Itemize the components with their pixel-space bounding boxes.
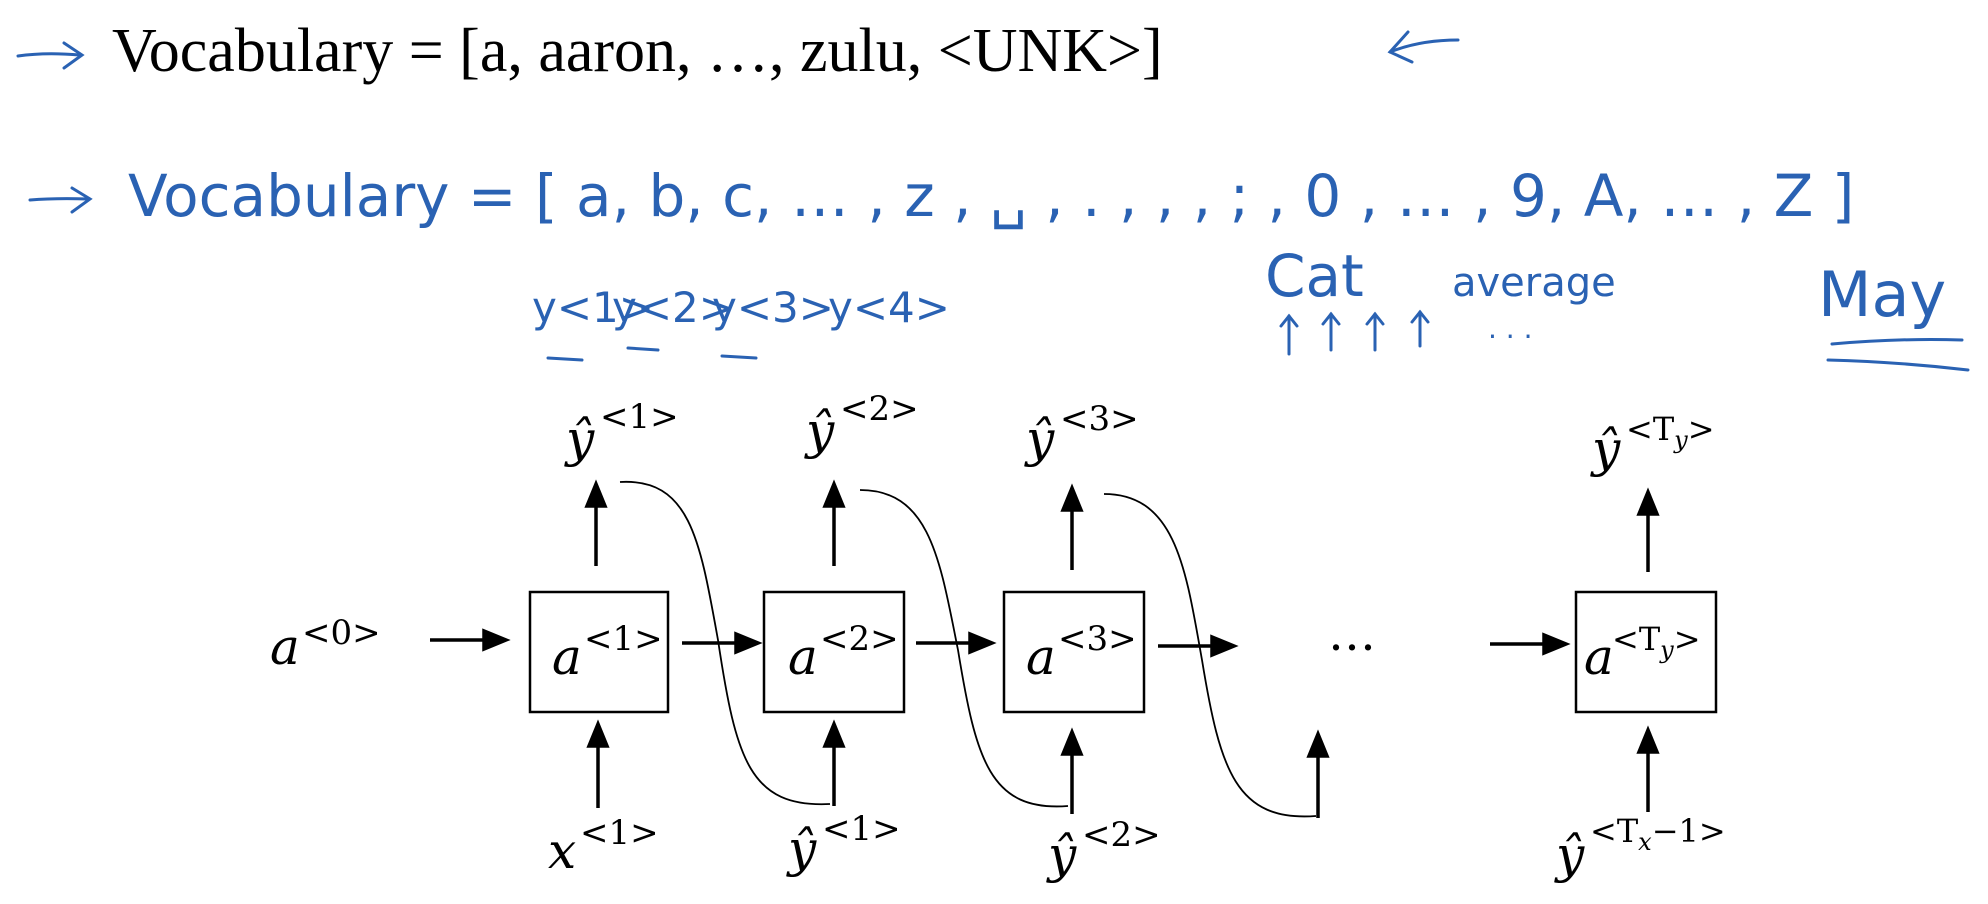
cat-up-arrows-icon: [1279, 309, 1430, 356]
input-label-1: x <1>: [548, 813, 659, 880]
svg-text:<1>: <1>: [580, 813, 659, 853]
y-label-1: y<1>: [532, 283, 654, 332]
output-label-1: ŷ <1>: [564, 397, 679, 468]
input-label-2: ŷ <1>: [786, 809, 901, 878]
svg-text:x: x: [548, 822, 576, 880]
output-arrows: [584, 479, 1660, 572]
rnn-cell-3: [1002, 590, 1146, 714]
svg-text:<0>: <0>: [302, 613, 381, 653]
rnn-cell-last: [1574, 590, 1718, 714]
svg-text:<Tx−1>: <Tx−1>: [1590, 812, 1726, 856]
middle-ellipsis: …: [1328, 606, 1376, 662]
svg-text:ŷ: ŷ: [786, 820, 817, 878]
input-label-last: ŷ <Tx−1>: [1554, 812, 1726, 884]
may-handwriting: May: [1818, 258, 1946, 331]
svg-text:<2>: <2>: [1082, 815, 1161, 855]
input-label-3: ŷ <2>: [1046, 815, 1161, 884]
svg-text:a: a: [1584, 628, 1614, 686]
output-label-last: ŷ <Ty>: [1590, 410, 1715, 478]
typed-vocab-line: Vocabulary = [a, aaron, …, zulu, <UNK>]: [112, 17, 1163, 85]
rnn-cell-1: [528, 590, 670, 714]
cell-label-3: a <3>: [1026, 619, 1137, 686]
may-underline: [1826, 338, 1970, 372]
svg-text:ŷ: ŷ: [1024, 410, 1055, 468]
svg-text:<Ty>: <Ty>: [1626, 410, 1715, 454]
feedback-curves: [619, 481, 1317, 818]
svg-text:<Ty>: <Ty>: [1612, 620, 1701, 664]
y-label-group: y<1> y<2> y<3> y<4>: [532, 283, 950, 362]
input-arrows: [586, 719, 1660, 818]
cat-handwriting: Cat: [1265, 242, 1364, 310]
rnn-cell-2: [762, 590, 906, 714]
y-label-4: y<4>: [828, 283, 950, 332]
svg-text:a: a: [788, 628, 818, 686]
cell-label-last: a <Ty>: [1584, 620, 1701, 686]
svg-text:ŷ: ŷ: [804, 402, 835, 460]
svg-text:ŷ: ŷ: [564, 410, 595, 468]
svg-text:<1>: <1>: [822, 809, 901, 849]
hand-dots: . . .: [1488, 312, 1533, 345]
cell-label-1: a <1>: [552, 619, 663, 686]
y-label-3: y<3>: [712, 283, 834, 332]
char-vocab-handwriting: Vocabulary = [ a, b, c, … , z , ␣ , . , …: [128, 162, 1854, 230]
svg-text:ŷ: ŷ: [1046, 826, 1077, 884]
cell-label-2: a <2>: [788, 619, 899, 686]
svg-text:a: a: [552, 628, 582, 686]
output-label-3: ŷ <3>: [1024, 399, 1139, 468]
hand-arrow-right-icon: [28, 186, 93, 214]
svg-text:<2>: <2>: [820, 619, 899, 659]
svg-text:a: a: [1026, 628, 1056, 686]
svg-text:<2>: <2>: [840, 389, 919, 429]
y-label-2: y<2>: [612, 283, 734, 332]
average-handwriting: average: [1452, 260, 1616, 306]
hand-arrow-left-icon: [1387, 30, 1460, 64]
svg-text:<3>: <3>: [1058, 619, 1137, 659]
svg-text:<1>: <1>: [600, 397, 679, 437]
svg-text:<1>: <1>: [584, 619, 663, 659]
svg-text:a: a: [270, 618, 300, 676]
output-label-2: ŷ <2>: [804, 389, 919, 460]
hand-arrow-right-icon: [16, 41, 85, 70]
horizontal-arrows: [430, 628, 1571, 658]
a0-label: a <0>: [270, 613, 381, 676]
svg-text:<3>: <3>: [1060, 399, 1139, 439]
svg-text:ŷ: ŷ: [1590, 420, 1621, 478]
svg-text:ŷ: ŷ: [1554, 826, 1585, 884]
